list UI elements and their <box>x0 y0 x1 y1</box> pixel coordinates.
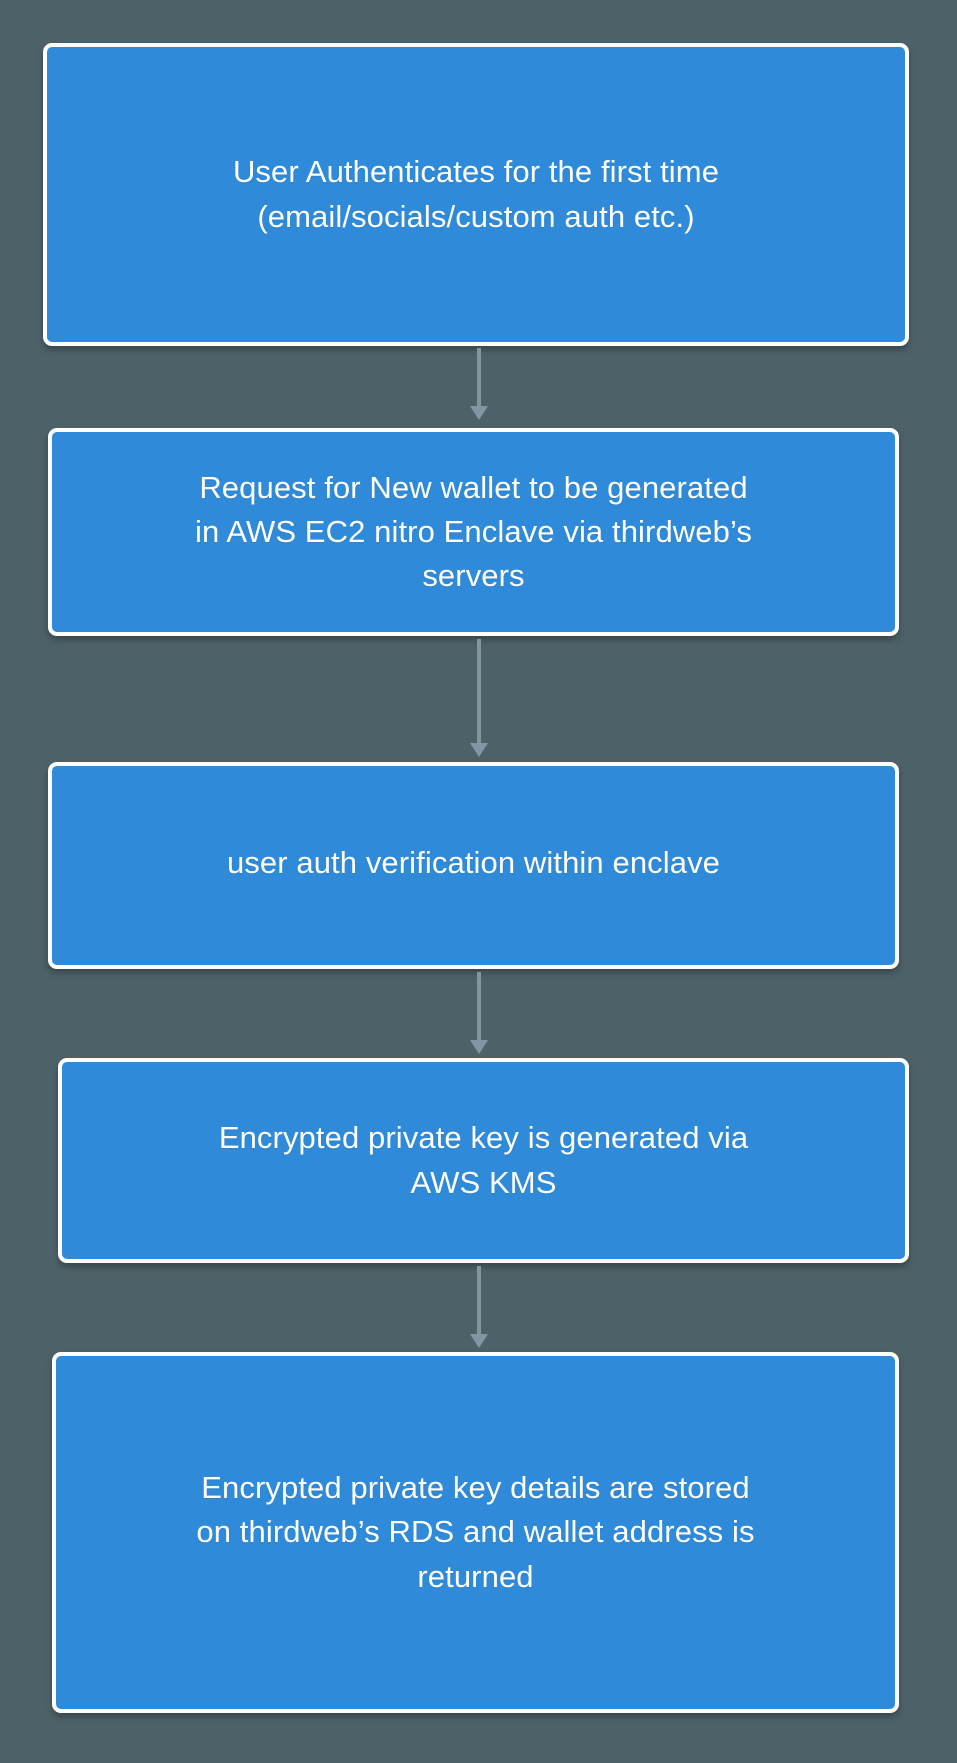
flow-node-label: Encrypted private key details are stored… <box>196 1470 755 1594</box>
connector-line <box>477 972 481 1041</box>
connector-line <box>477 348 481 407</box>
flow-node-user-auth-verification[interactable]: user auth verification within enclave <box>48 762 899 969</box>
arrowhead-down-icon <box>470 1040 488 1054</box>
connector-line <box>477 639 481 744</box>
arrowhead-down-icon <box>470 1334 488 1348</box>
arrowhead-down-icon <box>470 743 488 757</box>
flow-node-user-authenticates[interactable]: User Authenticates for the first time (e… <box>43 43 909 346</box>
flow-node-label: Request for New wallet to be generated i… <box>195 469 752 593</box>
flow-connector-2-to-3 <box>466 639 492 757</box>
arrowhead-down-icon <box>470 406 488 420</box>
flow-connector-4-to-5 <box>466 1266 492 1348</box>
flow-node-key-details-stored[interactable]: Encrypted private key details are stored… <box>52 1352 899 1713</box>
flow-connector-3-to-4 <box>466 972 492 1054</box>
connector-line <box>477 1266 481 1335</box>
flow-connector-1-to-2 <box>466 348 492 420</box>
flow-node-encrypted-key-generated[interactable]: Encrypted private key is generated via A… <box>58 1058 909 1263</box>
flow-node-label: User Authenticates for the first time (e… <box>232 154 720 234</box>
flow-node-label: Encrypted private key is generated via A… <box>218 1120 749 1200</box>
flow-node-request-new-wallet[interactable]: Request for New wallet to be generated i… <box>48 428 899 636</box>
flow-node-label: user auth verification within enclave <box>226 845 721 881</box>
